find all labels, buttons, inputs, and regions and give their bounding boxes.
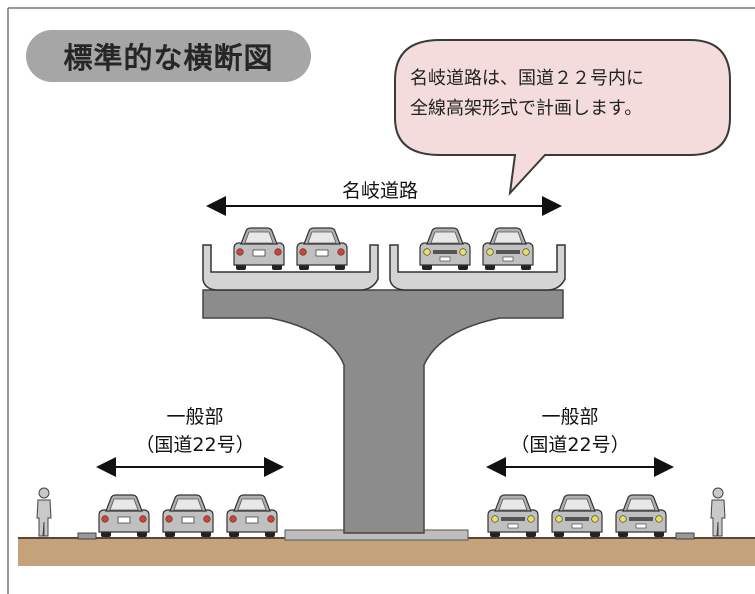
car-front-view: [551, 494, 603, 537]
callout-line-1: 名岐道路は、国道２２号内に: [410, 68, 644, 89]
car-rear-view: [226, 494, 278, 537]
deck-girder-right: [389, 244, 566, 291]
car-rear-view: [162, 494, 214, 537]
pier-column: [202, 289, 564, 534]
pedestrian-left: [36, 487, 52, 537]
ground: [18, 538, 755, 566]
car-rear-view: [233, 227, 285, 270]
callout-text: 名岐道路は、国道２２号内に 全線高架形式で計画します。: [410, 64, 710, 124]
general-right-line-1: 一般部: [541, 406, 599, 428]
general-road-left-label: 一般部 （国道22号）: [110, 403, 280, 459]
car-rear-view: [296, 227, 348, 270]
car-rear-view: [98, 494, 150, 537]
car-front-view: [487, 494, 539, 537]
title-badge: 標準的な横断図: [26, 30, 311, 82]
general-left-line-2: （国道22号）: [135, 434, 255, 456]
general-left-line-1: 一般部: [166, 406, 224, 428]
callout-line-2: 全線高架形式で計画します。: [410, 98, 643, 119]
general-right-line-2: （国道22号）: [510, 434, 630, 456]
elevated-road-label: 名岐道路: [341, 180, 418, 202]
car-front-view: [615, 494, 667, 537]
deck-girder-left: [202, 244, 379, 291]
curb-left: [77, 532, 97, 540]
general-road-right-label: 一般部 （国道22号）: [485, 403, 655, 459]
car-front-view: [482, 227, 534, 270]
curb-right: [675, 532, 695, 540]
page-title: 標準的な横断図: [63, 41, 274, 75]
callout-bubble: [394, 39, 731, 196]
car-front-view: [419, 227, 471, 270]
pedestrian-right: [710, 487, 726, 537]
